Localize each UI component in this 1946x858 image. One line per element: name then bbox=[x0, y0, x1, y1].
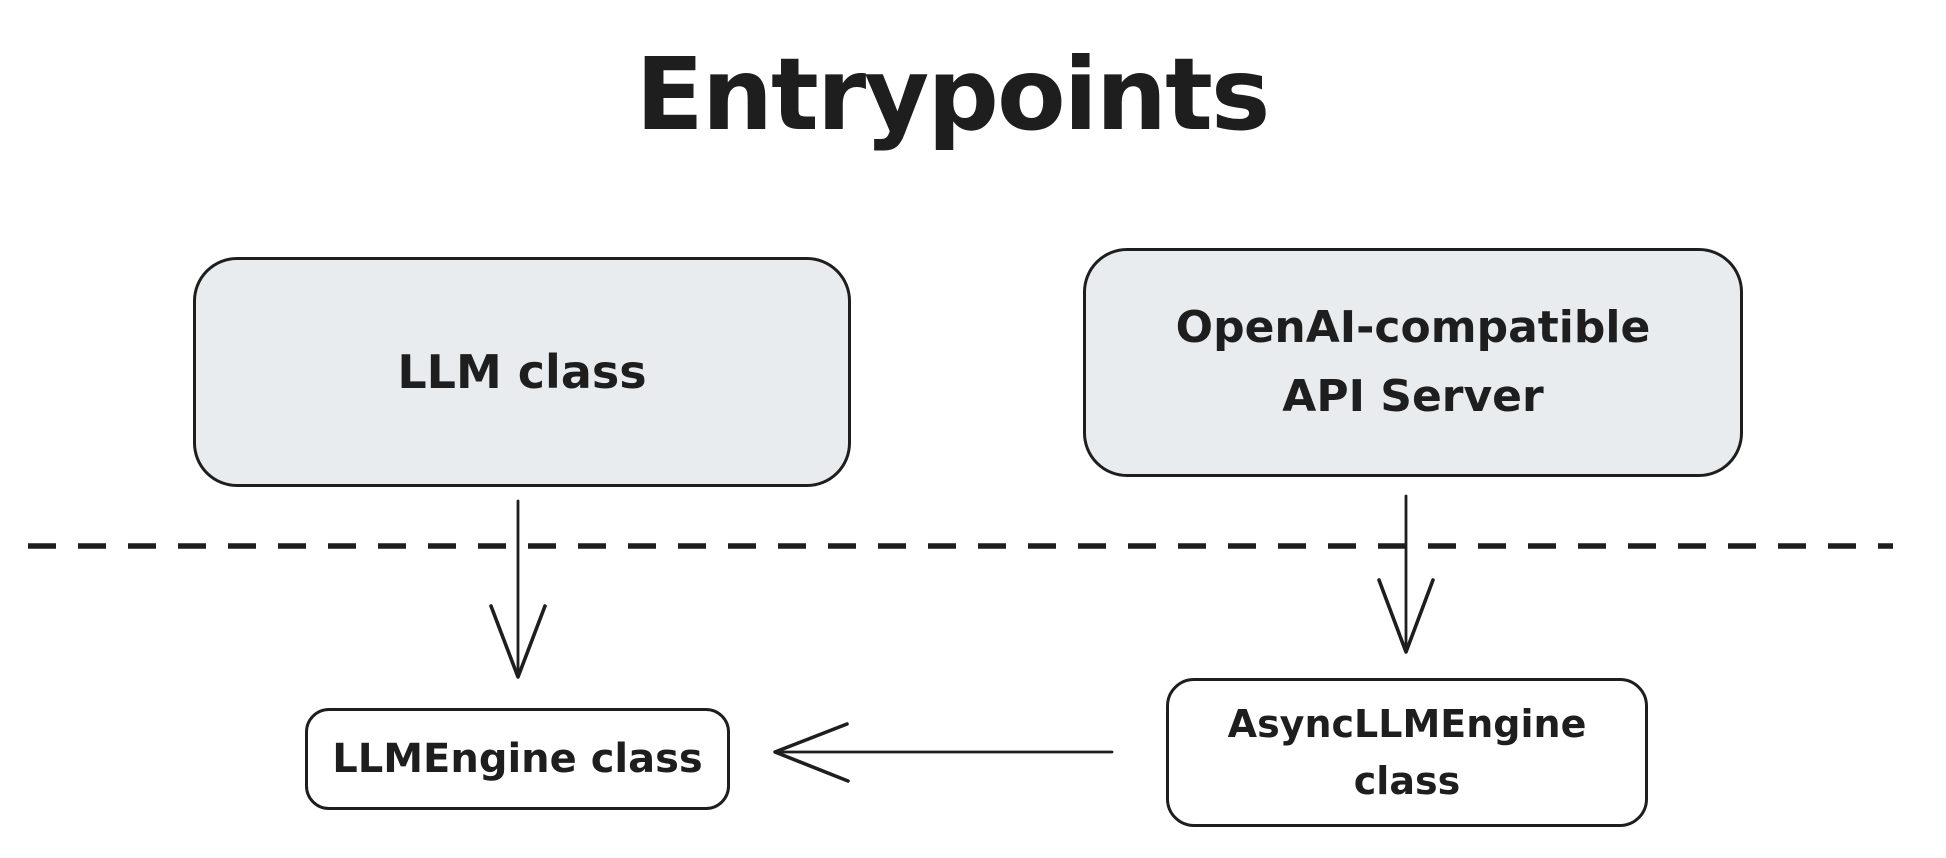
edge-llm-to-llmengine-arrow bbox=[489, 499, 547, 679]
node-llm-class-label: LLM class bbox=[397, 345, 647, 399]
node-llm-engine-class: LLMEngine class bbox=[305, 708, 730, 810]
edge-asyncengine-to-llmengine-arrow bbox=[773, 722, 1114, 783]
arrow-head bbox=[773, 722, 850, 783]
node-openai-api-server: OpenAI-compatible API Server bbox=[1083, 248, 1743, 477]
node-openai-api-server-label: OpenAI-compatible API Server bbox=[1175, 302, 1651, 422]
arrow-head bbox=[1377, 578, 1435, 654]
node-async-llm-engine-class-label: AsyncLLMEngine class bbox=[1227, 701, 1587, 803]
edge-apiserver-to-asyncengine-arrow bbox=[1377, 494, 1435, 654]
arrow-head bbox=[489, 604, 547, 679]
node-llm-class: LLM class bbox=[193, 257, 851, 487]
page-title: Entrypoints bbox=[635, 36, 1271, 153]
node-llm-engine-class-label: LLMEngine class bbox=[332, 736, 703, 782]
node-async-llm-engine-class: AsyncLLMEngine class bbox=[1166, 678, 1648, 827]
